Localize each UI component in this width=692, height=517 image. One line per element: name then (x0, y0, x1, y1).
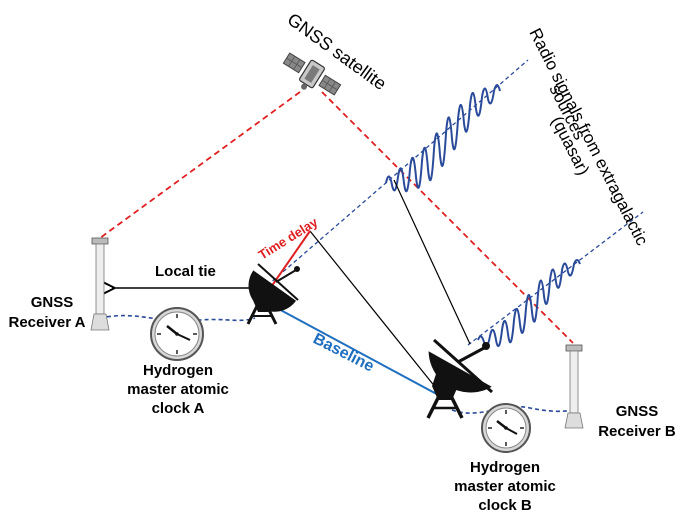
wavefront-line-1 (309, 230, 445, 399)
receiver-a-label-line2: Receiver A (9, 314, 86, 331)
clock-b-label-line3: clock B (478, 497, 532, 514)
gnss-satellite-label: GNSS satellite (284, 9, 390, 94)
satellite-icon (282, 52, 342, 96)
clock-b-icon (481, 403, 531, 453)
baseline-line (261, 299, 445, 399)
radio-signals-label-line1: Radio signals from extragalactic (525, 25, 652, 249)
time-delay-label: Time delay (256, 214, 321, 263)
receiver-b-label-line2: Receiver B (598, 423, 676, 440)
clock-a-label-line3: clock A (152, 400, 205, 417)
radio-waveform-b (477, 259, 581, 348)
clock-a-label-line1: Hydrogen (143, 362, 213, 379)
clock-b-label-line2: master atomic (454, 478, 556, 495)
baseline-label: Baseline (310, 330, 376, 375)
gnss-signal-lines (99, 91, 574, 344)
cable-b (451, 406, 576, 414)
clock-a-icon (150, 307, 204, 361)
receiver-b-label-line1: GNSS (616, 403, 659, 420)
radio-signal-line-b (467, 211, 644, 346)
radio-signal-line-a (261, 59, 529, 291)
geometry-lines (309, 179, 471, 399)
radio-telescope-b-icon (426, 338, 494, 419)
radio-waveform-a (385, 84, 501, 193)
receiver-a-label-line1: GNSS (31, 294, 74, 311)
gnss-signal-to-receiver-a (99, 91, 301, 239)
radio-telescope-a-icon (246, 263, 300, 325)
radio-signal-lines (261, 59, 644, 346)
gnss-receiver-b-icon (564, 344, 584, 429)
local-tie-label: Local tie (155, 263, 216, 280)
wavefront-line-2 (393, 179, 471, 345)
clock-a-label-line2: master atomic (127, 381, 229, 398)
gnss-receiver-a-icon (90, 237, 110, 331)
clock-b-label-line1: Hydrogen (470, 459, 540, 476)
